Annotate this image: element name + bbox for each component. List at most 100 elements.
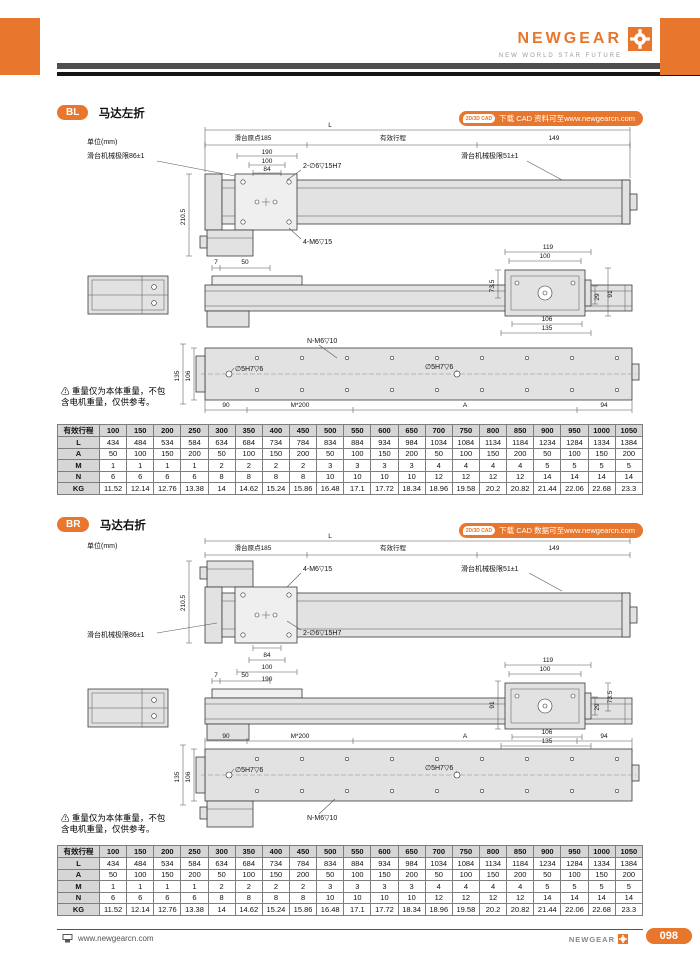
- table-cell: 18.96: [424, 482, 453, 495]
- dim-A: A: [463, 733, 468, 740]
- dim-84: 84: [263, 166, 271, 173]
- table-cell: 350: [234, 845, 263, 858]
- table-cell: 150: [126, 424, 155, 437]
- dim-limit-51: 滑台机械极限51±1: [461, 564, 519, 573]
- table-cell: 2: [234, 459, 263, 472]
- dim-29: 29: [594, 293, 601, 301]
- table-cell: 23.3: [614, 903, 644, 916]
- table-cell: 1: [180, 459, 209, 472]
- dim-stroke: 有效行程: [380, 133, 407, 142]
- table-cell: 50: [98, 868, 128, 881]
- cad-download-badge-bl[interactable]: 2D/3D CAD 下载 CAD 资料可至www.newgearcn.com: [458, 111, 643, 126]
- brand-tagline: NEW WORLD STAR FUTURE: [498, 53, 622, 59]
- header-rule-thin: [57, 72, 700, 76]
- table-row-label: 有效行程: [57, 424, 100, 437]
- table-cell: 8: [207, 891, 236, 904]
- dim-limit-51: 滑台机械极限51±1: [461, 151, 519, 160]
- table-cell: 50: [98, 447, 128, 460]
- weight-note-line1: ⚠ 重量仅为本体重量，不包: [61, 813, 166, 823]
- table-cell: 14: [533, 470, 562, 483]
- table-cell: 14: [207, 482, 236, 495]
- table-cell: 1234: [533, 436, 562, 449]
- br-end-view: [504, 682, 592, 730]
- table-cell: 6: [180, 891, 209, 904]
- dim-A: A: [463, 402, 468, 409]
- table-cell: 100: [451, 868, 480, 881]
- table-cell: 50: [424, 447, 453, 460]
- table-cell: 200: [288, 447, 318, 460]
- table-cell: 200: [614, 447, 644, 460]
- dim-hole-5H7-right: ∅5H7▽6: [425, 765, 453, 772]
- dim-190: 190: [262, 149, 273, 156]
- table-cell: 1034: [424, 857, 453, 870]
- table-cell: 20.2: [478, 482, 508, 495]
- table-cell: 1184: [506, 436, 535, 449]
- weight-note-line2: 含电机重量，仅供参考。: [61, 824, 155, 835]
- table-cell: 10: [316, 470, 345, 483]
- table-cell: 1: [98, 880, 128, 893]
- table-cell: 3: [343, 459, 372, 472]
- dim-hole-5H7-left: ∅5H7▽6: [235, 767, 263, 774]
- dim-hole-5H7-left: ∅5H7▽6: [235, 366, 263, 373]
- table-cell: 484: [126, 857, 155, 870]
- bl-side-view-dimensions: 7 50: [211, 259, 271, 271]
- table-cell: 650: [397, 424, 426, 437]
- footer-url[interactable]: www.newgearcn.com: [62, 934, 154, 943]
- dim-origin: 滑台原点185: [235, 133, 272, 142]
- bl-end-view-dimensions: 119 100 73.5 29 91 106 135: [489, 244, 614, 336]
- dim-91: 91: [607, 290, 614, 298]
- br-top-view-dimensions: L 滑台原点185 有效行程 149 单位(mm) 4-M6▽15 滑台机械极限…: [87, 533, 631, 683]
- table-cell: 550: [343, 845, 372, 858]
- weight-note-line1: ⚠ 重量仅为本体重量，不包: [61, 386, 166, 396]
- table-cell: 1284: [560, 857, 589, 870]
- table-cell: 15.24: [261, 903, 290, 916]
- table-cell: 17.1: [343, 482, 372, 495]
- table-cell: 15.86: [288, 903, 318, 916]
- table-cell: 12.14: [126, 903, 155, 916]
- table-cell: 1050: [614, 845, 644, 858]
- table-cell: 750: [451, 424, 480, 437]
- table-cell: 434: [98, 436, 128, 449]
- table-cell: 484: [126, 436, 155, 449]
- bl-top-view: [199, 173, 638, 257]
- table-cell: 14: [587, 891, 616, 904]
- dim-190: 190: [262, 676, 273, 683]
- table-cell: 12: [478, 891, 508, 904]
- dim-7: 7: [214, 672, 218, 679]
- table-cell: 10: [397, 470, 426, 483]
- table-cell: 5: [587, 459, 616, 472]
- dim-135: 135: [542, 325, 553, 332]
- table-cell: 2: [261, 459, 290, 472]
- footer-rule: [57, 929, 643, 930]
- dim-stroke: 有效行程: [380, 543, 407, 552]
- table-cell: 5: [533, 880, 562, 893]
- table-cell: 8: [288, 470, 318, 483]
- table-cell: 10: [316, 891, 345, 904]
- dim-94: 94: [600, 733, 608, 740]
- dim-hole-5H7-right: ∅5H7▽6: [425, 364, 453, 371]
- table-cell: 12: [424, 470, 453, 483]
- table-cell: 850: [506, 424, 535, 437]
- br-bottom-view: [195, 748, 640, 828]
- table-cell: 14: [560, 891, 589, 904]
- table-cell: 4: [451, 459, 480, 472]
- dim-210-5: 210.5: [180, 594, 187, 611]
- table-cell: 23.3: [614, 482, 644, 495]
- table-cell: 50: [424, 868, 453, 881]
- table-cell: 200: [614, 868, 644, 881]
- table-cell: 200: [180, 447, 209, 460]
- table-cell: 14: [560, 470, 589, 483]
- table-cell: 550: [343, 424, 372, 437]
- table-cell: 200: [397, 868, 426, 881]
- table-cell: 200: [153, 845, 182, 858]
- table-cell: 8: [207, 470, 236, 483]
- table-cell: 750: [451, 845, 480, 858]
- table-cell: 1084: [451, 436, 480, 449]
- table-cell: 19.58: [451, 482, 480, 495]
- table-cell: 14.62: [234, 903, 263, 916]
- corner-block-right: [660, 18, 700, 75]
- table-row-label: M: [57, 880, 100, 893]
- dim-119: 119: [543, 244, 554, 251]
- cad-download-badge-br[interactable]: 2D/3D CAD 下载 CAD 数据可至www.newgearcn.com: [458, 523, 643, 538]
